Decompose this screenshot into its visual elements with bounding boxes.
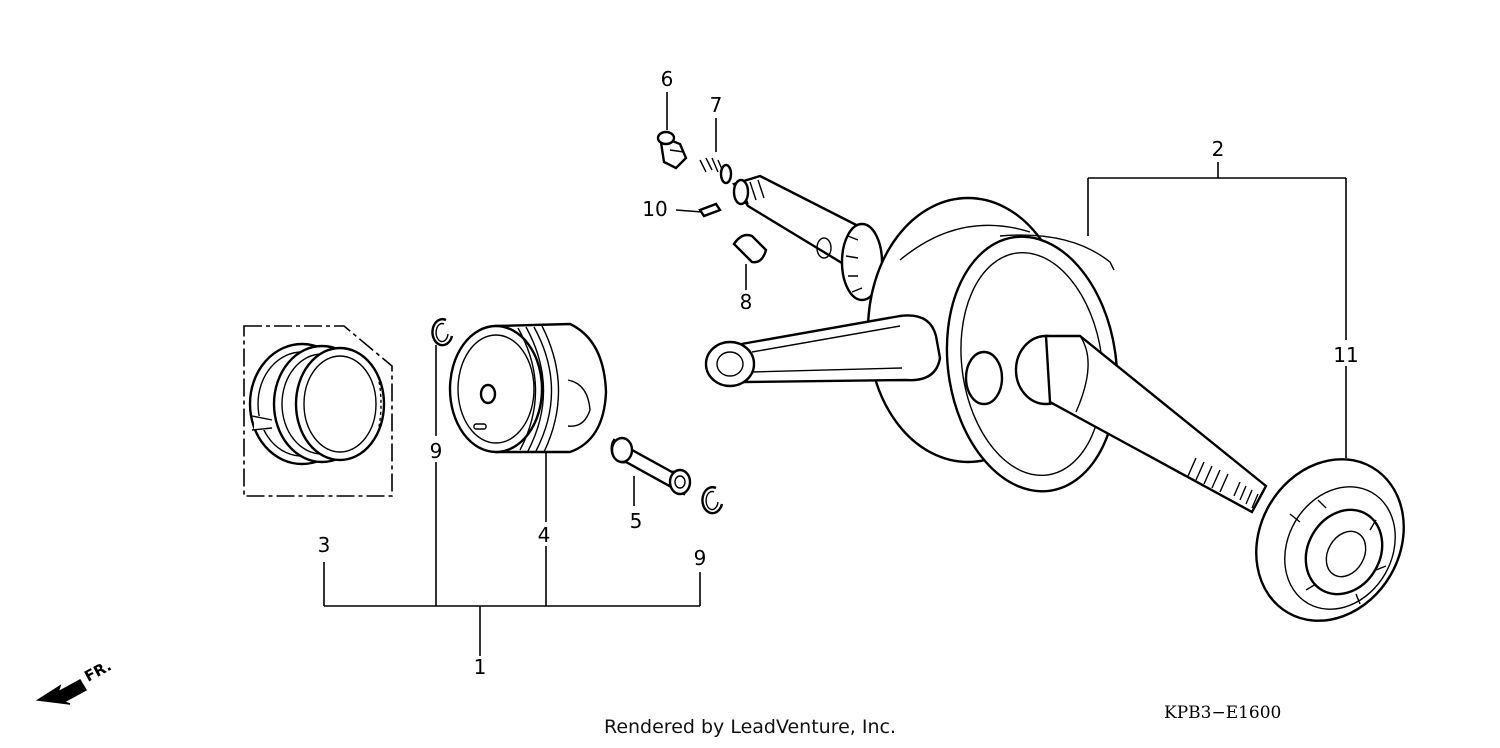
render-credit: Rendered by LeadVenture, Inc. [603, 716, 897, 738]
spring [699, 118, 733, 185]
crankshaft-end-plug [656, 92, 688, 170]
callout-1: 1 [474, 655, 487, 679]
front-label: FR. [81, 657, 114, 686]
diagram-code: KPB3−E1600 [1164, 703, 1281, 723]
piston-pin [610, 436, 692, 506]
front-direction-indicator: FR. [35, 657, 114, 705]
crankshaft [704, 174, 1268, 514]
callout-2-bracket [1087, 162, 1347, 458]
callout-7: 7 [710, 93, 723, 117]
callout-4: 4 [538, 523, 551, 547]
small-pin [675, 202, 722, 218]
callout-9-left: 9 [430, 439, 443, 463]
callout-9-right: 9 [694, 546, 707, 570]
piston-pin-clip-right [701, 486, 724, 515]
front-arrow-icon [35, 678, 88, 705]
callout-3: 3 [318, 533, 331, 557]
callout-10: 10 [642, 197, 667, 221]
callout-1-bracket [323, 345, 701, 656]
callout-2: 2 [1212, 137, 1225, 161]
bearing [1255, 458, 1405, 622]
callout-6: 6 [661, 67, 674, 91]
callout-11: 11 [1333, 343, 1358, 367]
woodruff-key [732, 233, 768, 290]
piston [448, 322, 608, 454]
callout-5: 5 [630, 509, 643, 533]
piston-ring-set [243, 325, 393, 497]
callout-8: 8 [740, 290, 753, 314]
piston-pin-clip-left [431, 318, 454, 347]
